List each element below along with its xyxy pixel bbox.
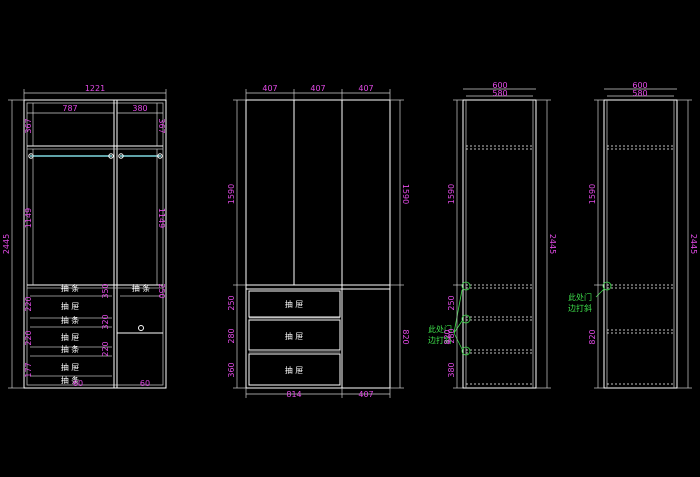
svg-text:60: 60 [140,379,150,388]
svg-text:220: 220 [24,330,33,345]
svg-text:177: 177 [24,362,33,377]
svg-text:220: 220 [101,341,110,356]
svg-text:280: 280 [447,328,456,343]
svg-text:1590: 1590 [227,184,236,204]
v1-dim-top-right: 367 [157,118,166,133]
svg-text:580: 580 [492,89,507,98]
svg-text:600: 600 [632,81,647,90]
svg-text:220: 220 [24,296,33,311]
v1-dim-left-width: 787 [62,104,77,113]
svg-text:380: 380 [447,362,456,377]
svg-text:580: 580 [632,89,647,98]
v1-tray-label: 抽 条 [61,344,80,354]
v1-dim-right-width: 380 [132,104,147,113]
v2-drawer-3 [248,353,341,386]
svg-text:350: 350 [101,283,110,298]
svg-text:2445: 2445 [689,234,698,254]
v1-dim-top-left: 367 [24,118,33,133]
v3-outer-frame [462,99,537,389]
svg-text:250: 250 [447,295,456,310]
svg-text:360: 360 [227,362,236,377]
v1-drawer-label: 抽 屉 [61,301,80,311]
v1-inner-frame [26,102,164,386]
svg-text:250: 250 [227,295,236,310]
v1-dim-overall-width: 1221 [85,84,105,93]
svg-text:60: 60 [73,379,83,388]
v2-drawer-2 [248,319,341,351]
v3-note-line2: 边打斜 [428,335,452,345]
v1-drawer-label: 抽 屉 [61,332,80,342]
svg-text:280: 280 [227,328,236,343]
v1-tray-label: 抽 条 [61,283,80,293]
svg-text:407: 407 [262,84,277,93]
svg-text:600: 600 [492,81,507,90]
v4-outer-frame [603,99,678,389]
svg-text:820: 820 [443,329,452,344]
v2-drawer-1 [248,290,341,318]
v1-dim-hang-left: 1149 [24,208,33,228]
svg-text:1590: 1590 [588,184,597,204]
svg-text:1590: 1590 [447,184,456,204]
v2-drawer-label: 抽 屉 [285,365,304,375]
v1-drawer-label: 抽 屉 [61,362,80,372]
v1-dim-hang-right: 1149 [157,208,166,228]
svg-text:407: 407 [358,84,373,93]
view-2-front: 抽 屉 抽 屉 抽 屉 407 407 407 1590 250 280 360… [227,84,410,399]
v1-dim-total-height: 2445 [2,234,11,254]
svg-text:814: 814 [286,390,301,399]
svg-text:407: 407 [310,84,325,93]
v2-outer-frame [245,99,391,389]
svg-text:820: 820 [588,329,597,344]
v4-note-line1: 此处门 [568,292,592,302]
v1-tray-label: 抽 条 [132,283,151,293]
svg-text:320: 320 [101,314,110,329]
v1-tray-label: 抽 条 [61,315,80,325]
svg-text:250: 250 [157,283,166,298]
view-4-side: 此处门 边打斜 600 580 1590 820 2445 [568,81,698,389]
svg-text:407: 407 [358,390,373,399]
v1-tray-label: 抽 条 [61,375,80,385]
v2-drawer-label: 抽 屉 [285,299,304,309]
v1-handle [138,325,144,331]
v1-outer-frame [23,99,167,389]
v4-note-line2: 边打斜 [568,303,592,313]
v3-note-line1: 此处门 [428,324,452,334]
svg-text:1590: 1590 [401,184,410,204]
v2-drawer-label: 抽 屉 [285,331,304,341]
svg-text:2445: 2445 [548,234,557,254]
view-1-interior: 抽 条 抽 条 抽 条 抽 条 抽 条 抽 屉 抽 屉 抽 屉 1221 787… [2,84,167,389]
view-3-side: 此处门 边打斜 600 580 1590 250 280 380 2445 82… [428,81,557,389]
svg-text:820: 820 [401,329,410,344]
